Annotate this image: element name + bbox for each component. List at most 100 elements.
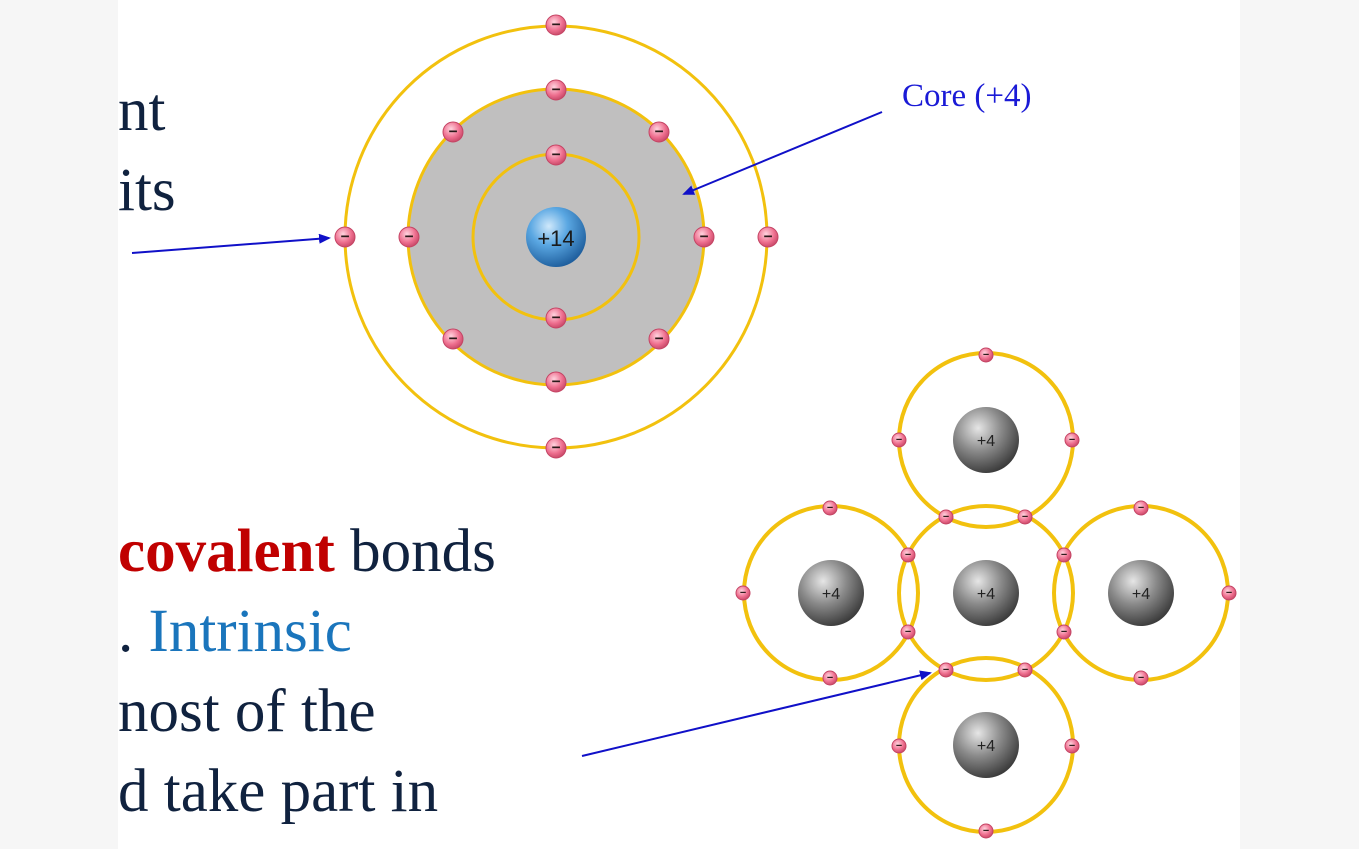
svg-text:−: − [896, 740, 902, 752]
electron: − [545, 437, 567, 459]
svg-text:+4: +4 [822, 586, 840, 603]
electron: − [757, 226, 779, 248]
svg-text:−: − [827, 502, 833, 514]
atom-core: +4 [953, 560, 1019, 626]
electrons-lattice: − − − − − − − − − − − − − − − − − − − − [735, 347, 1237, 839]
electron: − [545, 79, 567, 101]
svg-text:+4: +4 [1132, 586, 1150, 603]
electron: − [648, 328, 670, 350]
electron: − [900, 624, 916, 640]
text-line-1: nt [118, 77, 166, 144]
svg-text:−: − [1138, 672, 1144, 684]
electron: − [900, 547, 916, 563]
electron: − [545, 307, 567, 329]
electron: − [334, 226, 356, 248]
svg-text:+4: +4 [977, 586, 995, 603]
electron: − [1056, 547, 1072, 563]
svg-text:−: − [943, 511, 949, 523]
svg-text:−: − [1022, 511, 1028, 523]
slide: nt its covalent bonds . Intrinsic nost o… [118, 0, 1240, 849]
svg-text:−: − [983, 349, 989, 361]
svg-text:−: − [1138, 502, 1144, 514]
svg-text:−: − [551, 440, 560, 457]
electron: − [735, 585, 751, 601]
text-line-3: covalent bonds [118, 517, 496, 587]
atom-core: +4 [953, 712, 1019, 778]
electron: − [891, 432, 907, 448]
svg-text:−: − [654, 331, 663, 348]
electron: − [1017, 509, 1033, 525]
electron: − [1133, 500, 1149, 516]
lattice-orbit [897, 504, 1075, 682]
svg-text:−: − [896, 434, 902, 446]
nucleus-label: +14 [537, 226, 574, 251]
electron: − [891, 738, 907, 754]
svg-text:−: − [551, 147, 560, 164]
svg-text:−: − [340, 229, 349, 246]
svg-text:−: − [1061, 549, 1067, 561]
svg-text:−: − [1022, 664, 1028, 676]
electron: − [1056, 624, 1072, 640]
silicon-atom: − − − − − − − − − − − − − − +14 [334, 14, 779, 459]
period-fragment: . [118, 598, 149, 665]
electron: − [938, 662, 954, 678]
electron: − [1064, 738, 1080, 754]
svg-text:−: − [551, 17, 560, 34]
text-line-6: d take part in [118, 758, 439, 825]
svg-text:−: − [827, 672, 833, 684]
atom-core: +4 [798, 560, 864, 626]
svg-text:−: − [1061, 626, 1067, 638]
electron: − [1133, 670, 1149, 686]
svg-text:−: − [404, 229, 413, 246]
svg-text:+4: +4 [977, 433, 995, 450]
svg-text:+4: +4 [977, 738, 995, 755]
covalent-word: covalent [118, 518, 335, 585]
svg-text:−: − [551, 374, 560, 391]
svg-text:−: − [943, 664, 949, 676]
electron: − [442, 121, 464, 143]
electron: − [978, 347, 994, 363]
svg-text:−: − [654, 124, 663, 141]
core-label: Core (+4) [902, 78, 1032, 114]
electrons-silicon: − − − − − − − − − − − − − − [334, 14, 779, 459]
electron: − [545, 371, 567, 393]
nucleus [526, 207, 586, 267]
text-line-4: . Intrinsic [118, 597, 352, 667]
electron: − [545, 144, 567, 166]
intrinsic-word: Intrinsic [148, 598, 352, 665]
electron: − [822, 670, 838, 686]
text-line-2: its [118, 157, 176, 224]
svg-text:−: − [551, 82, 560, 99]
svg-text:−: − [448, 124, 457, 141]
svg-text:−: − [1226, 587, 1232, 599]
electron: − [1221, 585, 1237, 601]
valence-electron-arrow [131, 233, 331, 254]
electron: − [398, 226, 420, 248]
atom-core: +4 [953, 407, 1019, 473]
electron: − [545, 14, 567, 36]
svg-text:−: − [551, 310, 560, 327]
electron: − [648, 121, 670, 143]
electron: − [1064, 432, 1080, 448]
svg-text:−: − [905, 626, 911, 638]
bonds-word: bonds [334, 518, 496, 585]
svg-text:−: − [699, 229, 708, 246]
electron: − [1017, 662, 1033, 678]
svg-text:−: − [448, 331, 457, 348]
text-line-5: nost of the [118, 678, 376, 745]
covalent-bond-arrow [581, 670, 932, 757]
electron: − [938, 509, 954, 525]
core-arrow [682, 111, 883, 195]
electron: − [978, 823, 994, 839]
atom-core: +4 [1108, 560, 1174, 626]
electron: − [442, 328, 464, 350]
electron: − [822, 500, 838, 516]
svg-text:−: − [983, 825, 989, 837]
lattice-cores: +4 +4 +4 +4 +4 [798, 407, 1174, 778]
svg-text:−: − [763, 229, 772, 246]
electron: − [693, 226, 715, 248]
svg-text:−: − [1069, 434, 1075, 446]
svg-text:−: − [905, 549, 911, 561]
svg-text:−: − [740, 587, 746, 599]
